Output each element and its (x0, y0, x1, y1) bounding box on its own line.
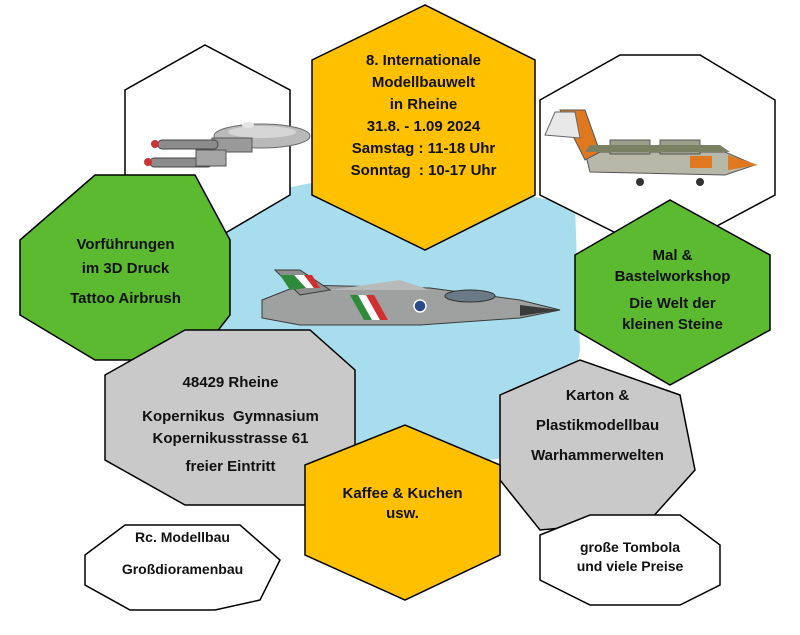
event-info-block: 8. Internationale Modellbauwelt in Rhein… (312, 50, 535, 182)
hex-bottom-left (84, 524, 281, 611)
tombola-line-2: und viele Preise (576, 558, 684, 574)
event-title-line-3: in Rheine (389, 96, 458, 113)
location-admission: freier Eintritt (185, 458, 276, 475)
location-zip-city: 48429 Rheine (182, 374, 279, 391)
model-types-block: Karton & Plastikmodellbau Warhammerwelte… (505, 385, 690, 467)
food-info-block: Kaffee & Kuchen usw. (305, 484, 500, 524)
workshop-info-block: Mal & Bastelworkshop Die Welt der kleine… (580, 245, 765, 335)
fighter-jet-model-image (261, 269, 561, 326)
event-title-line-1: 8. Internationale (365, 52, 482, 69)
hex-food (304, 424, 501, 601)
workshop-line-1: Mal & (652, 247, 693, 264)
demo-line-3: Tattoo Airbrush (70, 290, 181, 307)
demo-line-2: im 3D Druck (81, 260, 170, 277)
workshop-line-2: Bastelworkshop (614, 268, 731, 285)
hex-left-green (19, 174, 231, 361)
hex-right-gray (499, 359, 696, 531)
tombola-line-1: große Tombola (579, 539, 681, 555)
transport-aircraft-model-image (544, 109, 758, 186)
location-venue: Kopernikus Gymnasium (142, 408, 319, 425)
workshop-line-3: Die Welt der (629, 295, 716, 312)
event-saturday-hours: Samstag : 11-18 Uhr (351, 140, 496, 157)
demo-info-block: Vorführungen im 3D Druck Tattoo Airbrush (28, 233, 223, 311)
rc-model-line-2: Großdioramenbau (121, 561, 244, 577)
rc-model-line-1: Rc. Modellbau (135, 529, 230, 545)
demo-line-1: Vorführungen (76, 236, 175, 253)
model-types-line-2: Plastikmodellbau (535, 417, 660, 434)
model-types-line-3: Warhammerwelten (531, 447, 664, 464)
food-line-1: Kaffee & Kuchen (342, 485, 463, 502)
hex-right-green (574, 199, 771, 386)
hex-event (311, 4, 536, 251)
food-line-2: usw. (386, 505, 419, 522)
event-title-line-2: Modellbauwelt (371, 74, 476, 91)
hex-bottom-right (539, 514, 721, 606)
model-types-line-1: Karton & (565, 387, 630, 404)
event-dates: 31.8. - 1.09 2024 (366, 118, 481, 135)
spaceship-model-image (144, 122, 311, 168)
location-street: Kopernikusstrasse 61 (152, 430, 309, 447)
location-info-block: 48429 Rheine Kopernikus Gymnasium Kopern… (108, 372, 353, 478)
rc-model-block: Rc. Modellbau Großdioramenbau (90, 527, 275, 579)
tombola-block: große Tombola und viele Preise (540, 538, 720, 576)
workshop-line-4: kleinen Steine (622, 316, 723, 333)
event-sunday-hours: Sonntag : 10-17 Uhr (350, 162, 497, 179)
